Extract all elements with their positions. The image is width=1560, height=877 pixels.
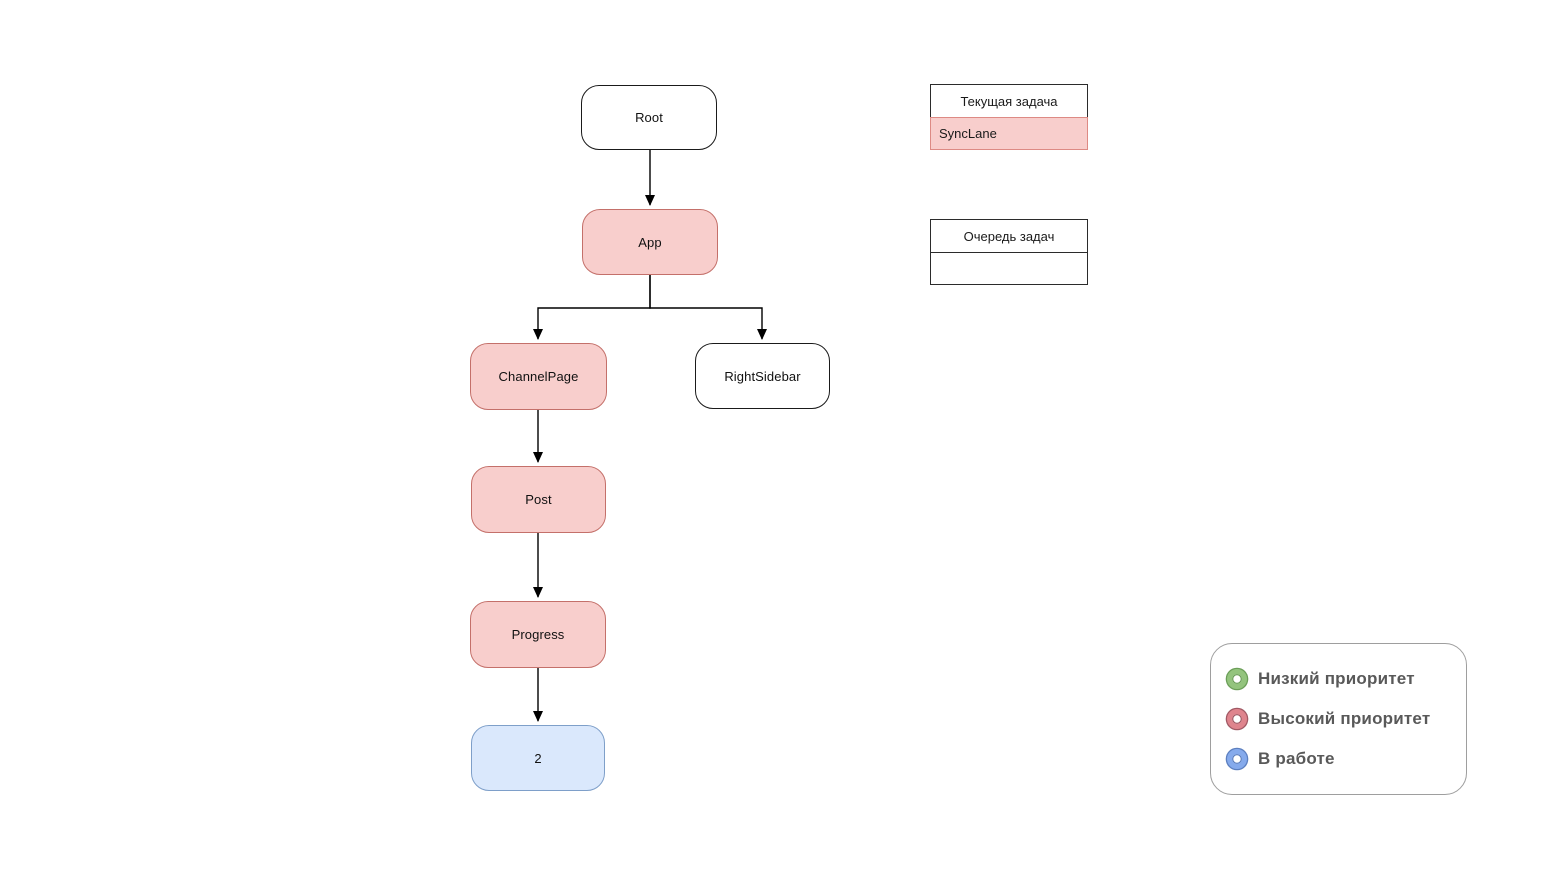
in-progress-icon — [1227, 749, 1247, 769]
current-task-value: SyncLane — [930, 116, 1088, 150]
task-queue-panel: Очередь задач — [930, 219, 1088, 285]
legend-item-label: В работе — [1258, 749, 1335, 768]
low-priority-icon — [1227, 669, 1247, 689]
legend-item-in-progress: В работе — [1227, 749, 1466, 769]
legend-item-label: Высокий приоритет — [1258, 709, 1431, 728]
node-two[interactable]: 2 — [471, 725, 605, 791]
task-queue-value — [930, 251, 1088, 285]
edge-app-channelpage — [533, 275, 651, 340]
node-app[interactable]: App — [582, 209, 718, 275]
legend: Низкий приоритет Высокий приоритет В раб… — [1210, 643, 1467, 795]
task-queue-title: Очередь задач — [930, 219, 1088, 253]
node-progress[interactable]: Progress — [470, 601, 606, 668]
legend-item-low-priority: Низкий приоритет — [1227, 669, 1466, 689]
node-rightsidebar[interactable]: RightSidebar — [695, 343, 830, 409]
node-root[interactable]: Root — [581, 85, 717, 150]
legend-item-label: Низкий приоритет — [1258, 669, 1415, 688]
node-post[interactable]: Post — [471, 466, 606, 533]
current-task-panel: Текущая задача SyncLane — [930, 84, 1088, 150]
legend-item-high-priority: Высокий приоритет — [1227, 709, 1466, 729]
node-channelpage[interactable]: ChannelPage — [470, 343, 607, 410]
high-priority-icon — [1227, 709, 1247, 729]
current-task-title: Текущая задача — [930, 84, 1088, 118]
edge-app-rightsidebar — [649, 275, 767, 340]
